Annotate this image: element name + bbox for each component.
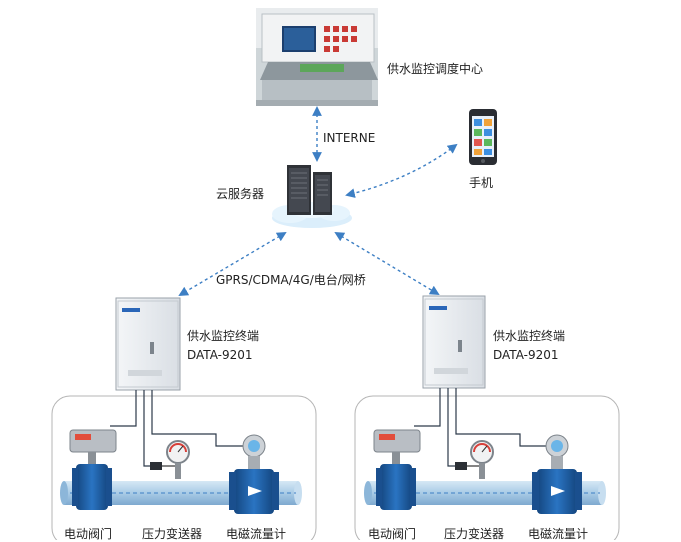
phone-link [345, 143, 458, 198]
terminal-cabinet-right [422, 295, 486, 389]
terminal-label-right: 供水监控终端 DATA-9201 [493, 327, 565, 365]
wireless-link-label: GPRS/CDMA/4G/电台/网桥 [216, 273, 366, 287]
device-label: 压力变送器 [444, 527, 505, 541]
wireless-link-right [334, 231, 440, 296]
pressure-transmitter-icon [455, 440, 494, 479]
cloud-server-label: 云服务器 [216, 187, 265, 201]
device-label: 电磁流量计 [528, 527, 589, 541]
site-box-left [51, 395, 317, 540]
cloud-server-icon [272, 165, 352, 228]
wireless-link-left [178, 232, 287, 296]
terminal-label-left: 供水监控终端 DATA-9201 [187, 327, 259, 365]
phone-icon [469, 109, 497, 165]
cables-right [414, 388, 553, 467]
phone-label: 手机 [469, 176, 494, 190]
site-box-right [354, 395, 620, 540]
dispatch-center-label: 供水监控调度中心 [387, 62, 484, 76]
electromagnetic-flowmeter-icon [229, 434, 279, 514]
electromagnetic-flowmeter-icon [532, 434, 582, 514]
terminal-name: 供水监控终端 [187, 329, 260, 343]
internet-label: INTERNE [323, 131, 376, 145]
terminal-model: DATA-9201 [493, 348, 559, 362]
device-label: 电磁流量计 [226, 527, 287, 541]
terminal-model: DATA-9201 [187, 348, 253, 362]
electric-valve-icon [373, 429, 421, 510]
terminal-name: 供水监控终端 [493, 329, 566, 343]
device-label: 压力变送器 [142, 527, 203, 541]
pressure-transmitter-icon [150, 440, 190, 479]
cables-left [110, 390, 250, 467]
dispatch-center-photo [256, 8, 378, 106]
electric-valve-icon [69, 429, 117, 510]
device-label: 电动阀门 [368, 527, 417, 541]
terminal-cabinet-left [115, 297, 181, 391]
device-label: 电动阀门 [64, 527, 113, 541]
